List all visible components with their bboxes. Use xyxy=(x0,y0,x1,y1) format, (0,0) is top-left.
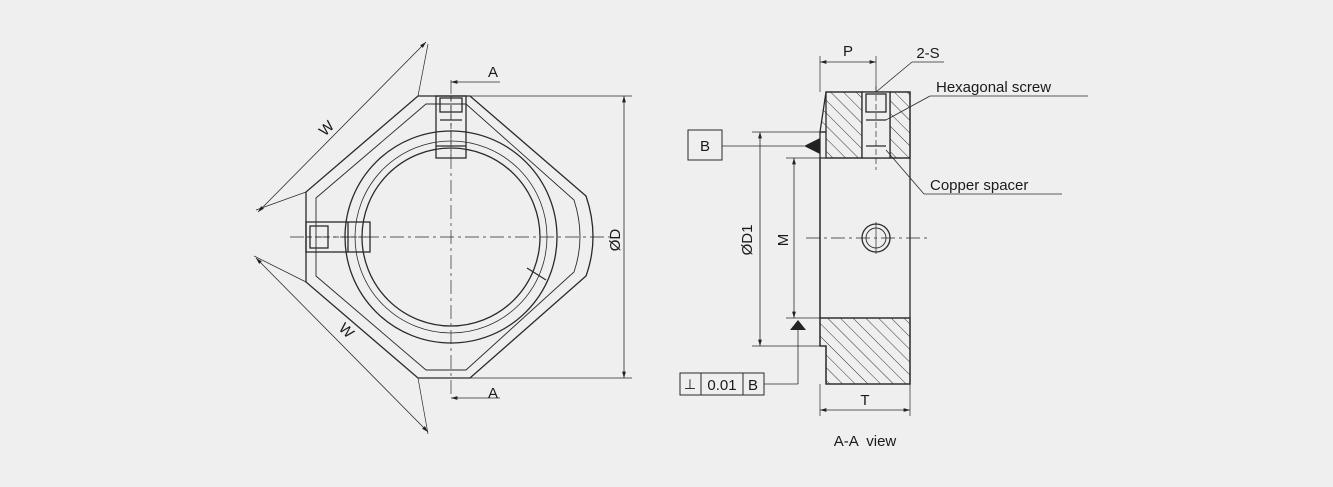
screw-count-label: 2-S xyxy=(916,45,939,62)
tolerance-symbol: ⊥ xyxy=(684,376,696,392)
section-marker-bottom: A xyxy=(488,385,498,402)
m-dimension-label: M xyxy=(775,234,792,247)
hexagonal-screw xyxy=(861,86,891,170)
t-dimension-label: T xyxy=(860,392,869,409)
d1-dimension-label: ØD1 xyxy=(739,225,756,256)
w-dimension-top: W xyxy=(316,117,339,140)
tolerance-datum: B xyxy=(748,377,758,394)
hexagonal-screw-label: Hexagonal screw xyxy=(936,79,1051,96)
section-marker-top: A xyxy=(488,64,498,81)
section-body-outline xyxy=(819,91,911,385)
datum-b-box xyxy=(687,129,723,161)
tolerance-value: 0.01 xyxy=(707,377,736,394)
datum-b-label: B xyxy=(700,138,710,155)
copper-spacer-label: Copper spacer xyxy=(930,177,1028,194)
front-view xyxy=(253,41,632,435)
tolerance-frame xyxy=(679,372,765,396)
p-dimension-label: P xyxy=(843,43,853,60)
section-view xyxy=(679,56,1088,416)
view-caption: A-A view xyxy=(834,433,897,450)
outer-diameter-label: ØD xyxy=(607,229,624,252)
